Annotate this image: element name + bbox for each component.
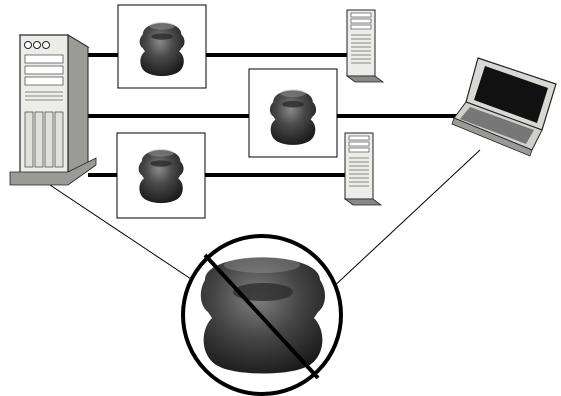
thin-line-left — [49, 184, 201, 286]
tower-pc-icon — [344, 132, 382, 206]
cap-frame-top — [117, 4, 207, 89]
cap-frame-bottom — [116, 132, 206, 219]
laptop-icon — [451, 57, 557, 157]
cap-frame-middle — [248, 68, 338, 158]
thin-line-right — [329, 149, 481, 291]
tower-pc-icon — [346, 9, 384, 83]
prohibition-slash — [203, 253, 320, 380]
server-icon — [9, 34, 97, 186]
prohibited-cap-symbol — [181, 234, 343, 396]
